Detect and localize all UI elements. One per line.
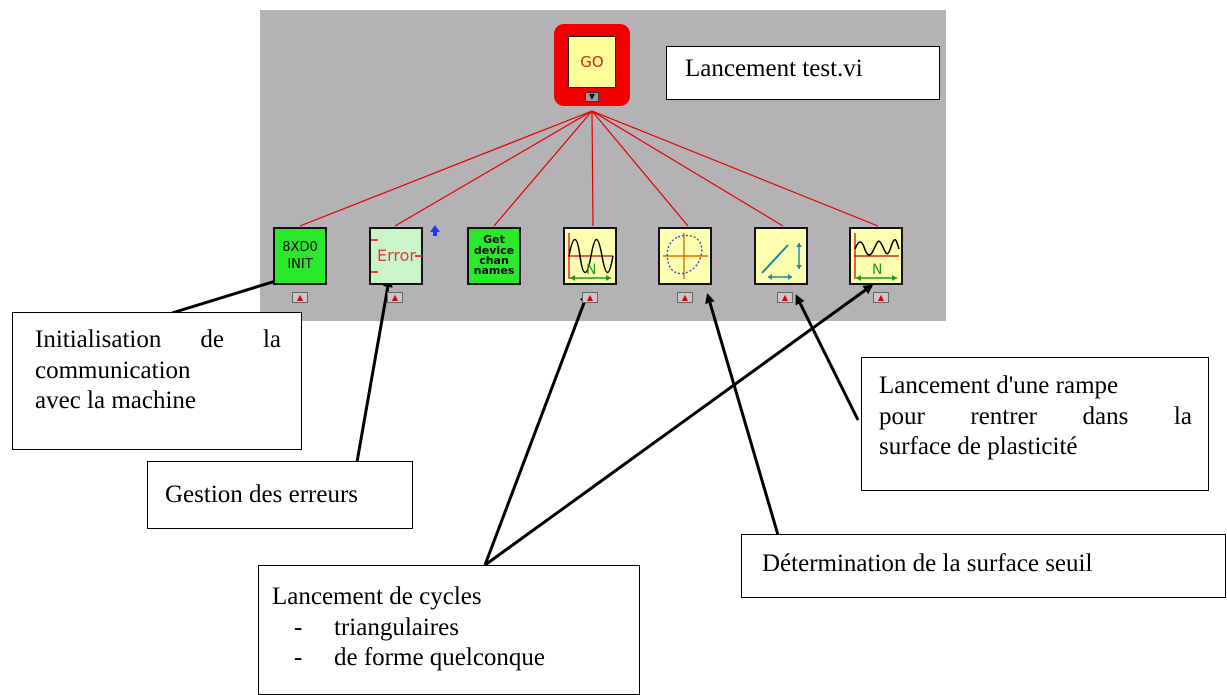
terminal-icon: ▲ [677, 292, 693, 303]
go-terminal-icon: ▼ [585, 92, 599, 102]
vi-init[interactable]: 8XD0 INIT [273, 227, 327, 285]
arrow-cycles-triangular [483, 292, 590, 566]
cycles-item: triangulaires [272, 613, 639, 644]
ramp-word-4: la [1173, 402, 1192, 430]
sine-wave-icon: N [568, 233, 614, 281]
vi-error[interactable]: Error [369, 227, 423, 285]
vi-init-line-2: INIT [287, 257, 313, 272]
yield-surface-icon [663, 233, 708, 279]
terminal-icon: ▲ [873, 292, 889, 303]
yield-surface-callout: Détermination de la surface seuil [741, 534, 1226, 598]
arrow-init [171, 273, 295, 315]
init-word-2: de [200, 326, 224, 353]
vi-init-line-1: 8XD0 [282, 240, 318, 255]
wire-ramp [591, 110, 784, 227]
wire-error [394, 110, 593, 227]
cycles-list: triangulaires de forme quelconque [272, 613, 639, 674]
vi-yield-surface[interactable] [658, 227, 712, 285]
vi-ramp[interactable] [754, 227, 808, 285]
wire-cycles-triangular [591, 110, 594, 227]
callout-arrows [171, 273, 874, 567]
init-word-3: la [262, 326, 281, 353]
ramp-callout: Lancement d'une rampe pour rentrer dans … [861, 357, 1209, 491]
wire-init [299, 110, 593, 227]
wire-get-device [493, 110, 593, 227]
arrow-errors [355, 277, 393, 463]
vi-error-label: Error [377, 246, 416, 265]
letter-n: N [586, 262, 596, 278]
init-callout-line-2: communication [35, 356, 191, 384]
terminal-icon: ▲ [387, 292, 403, 303]
arrow-yield-surface [705, 293, 780, 536]
init-word-1: Initialisation [35, 326, 162, 353]
wires [299, 110, 879, 227]
ramp-word-2: rentrer [970, 402, 1037, 430]
go-label: GO [568, 36, 616, 88]
error-terminal-tick [371, 271, 378, 273]
error-terminal-tick [415, 255, 422, 257]
arrow-up-icon [430, 225, 440, 232]
terminal-icon: ▲ [582, 292, 598, 303]
ramp-word-1: pour [879, 402, 925, 430]
ramp-icon [761, 243, 802, 280]
letter-n: N [872, 262, 882, 278]
terminal-icon: ▲ [777, 292, 793, 303]
ramp-callout-line-3: surface de plasticité [879, 433, 1078, 460]
go-node[interactable]: GO ▼ [554, 24, 630, 106]
ramp-callout-line-2: pour rentrer dans la [879, 402, 1192, 433]
title-callout: Lancement test.vi [666, 46, 940, 100]
vi-get-device-chan-names[interactable]: Get device chan names [467, 227, 521, 285]
wire-yield-surface [591, 110, 689, 227]
cycles-item: de forme quelconque [272, 643, 639, 674]
vi-cycles-triangular[interactable]: N [563, 227, 617, 285]
init-callout-line-1: Initialisation de la [35, 325, 281, 356]
vi-get-device-line-2: device [473, 243, 515, 257]
arrow-cycles-arbitrary [484, 284, 874, 567]
ramp-word-3: dans [1082, 402, 1129, 430]
vi-cycles-arbitrary[interactable]: N [849, 227, 903, 285]
error-terminal-tick [371, 239, 378, 241]
arrow-up-icon-stem [433, 231, 437, 236]
arrow-ramp [795, 294, 860, 421]
init-callout-line-3: avec la machine [35, 387, 197, 414]
ramp-callout-line-1: Lancement d'une rampe [879, 372, 1119, 399]
vi-get-device-line-1: Get [483, 233, 505, 247]
errors-callout: Gestion des erreurs [147, 461, 413, 529]
wire-cycles-arbitrary [591, 110, 879, 227]
terminal-icon: ▲ [292, 292, 308, 303]
init-callout: Initialisation de la communication avec … [12, 312, 302, 450]
cycles-callout: Lancement de cycles triangulaires de for… [258, 565, 640, 695]
vi-get-device-line-4: names [473, 264, 515, 278]
vi-get-device-line-3: chan [479, 254, 509, 267]
arbitrary-wave-icon: N [854, 233, 900, 281]
cycles-heading: Lancement de cycles [272, 583, 482, 610]
